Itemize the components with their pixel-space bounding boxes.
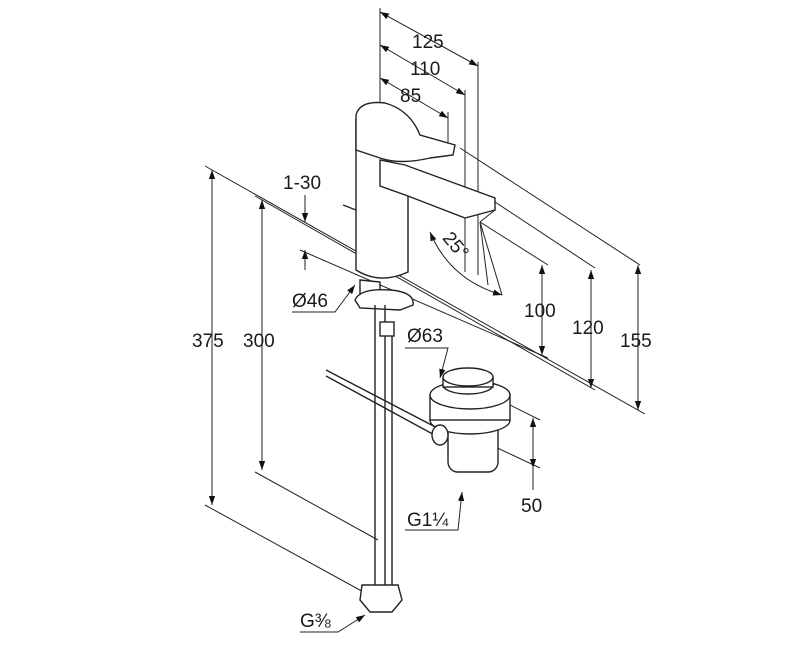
dim-110: 110: [410, 59, 440, 80]
dim-dia63: Ø63: [407, 326, 443, 347]
dim-100: 100: [524, 301, 556, 322]
faucet-body: [325, 101, 496, 613]
dim-120: 120: [572, 318, 604, 339]
dim-angle-25: 25°: [438, 228, 473, 264]
thread-g3-8: G⅜: [300, 611, 331, 632]
dim-dia46: Ø46: [292, 291, 328, 312]
dim-300: 300: [243, 331, 275, 352]
dim-375: 375: [192, 331, 224, 352]
dim-85: 85: [400, 86, 421, 107]
dim-125: 125: [412, 32, 444, 53]
dim-50: 50: [521, 496, 542, 517]
dimension-lines: [208, 11, 642, 633]
dim-1-30: 1-30: [283, 173, 321, 194]
thread-g1-1-4: G1¼: [407, 510, 449, 531]
waste-valve: [429, 367, 511, 473]
dim-155: 155: [620, 331, 652, 352]
